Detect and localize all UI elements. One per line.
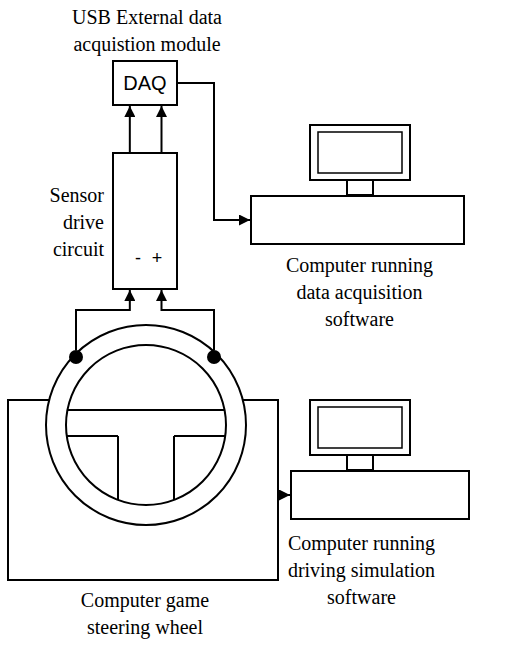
connector-arrow xyxy=(76,290,130,350)
connector-arrow xyxy=(162,290,215,350)
wheel-label: Computer game steering wheel xyxy=(65,587,225,641)
monitor-screen xyxy=(318,407,402,448)
wheel-spoke xyxy=(117,436,119,500)
computer-case: Computer running driving simulation soft… xyxy=(290,470,470,520)
connector-arrow xyxy=(161,106,163,152)
daq-label: DAQ xyxy=(123,71,166,95)
monitor-screen xyxy=(318,132,402,173)
wheel-rim-inner xyxy=(66,345,226,505)
wheel-spoke xyxy=(67,409,224,411)
input-sign: + xyxy=(150,248,164,268)
wheel-spoke xyxy=(173,436,175,500)
sensor-electrode xyxy=(207,350,221,364)
connector-arrow xyxy=(129,106,131,152)
computer-case: Computer running data acquisition softwa… xyxy=(250,195,465,245)
monitor-stand xyxy=(347,455,373,470)
circuit-title: Sensor drive circuit xyxy=(20,182,104,263)
input-sign: - xyxy=(132,248,144,268)
monitor-stand xyxy=(347,180,373,195)
wheel-spoke xyxy=(67,435,118,437)
steering-wheel: Computer game steering wheel xyxy=(8,325,278,580)
connector-arrow xyxy=(278,494,290,496)
daq-box: USB External data acquistion moduleDAQ xyxy=(112,60,178,106)
wheel-rim-outer xyxy=(46,325,246,525)
circuit-box: Sensor drive circuit-+ xyxy=(112,152,178,290)
computer-label: Computer running data acquisition softwa… xyxy=(272,252,447,333)
connector-arrow xyxy=(178,83,250,220)
wheel-spoke xyxy=(174,435,225,437)
monitor xyxy=(310,125,410,180)
monitor xyxy=(310,400,410,455)
sensor-electrode xyxy=(69,350,83,364)
computer-label: Computer running driving simulation soft… xyxy=(274,530,449,611)
module-title: USB External data acquistion module xyxy=(52,4,242,58)
